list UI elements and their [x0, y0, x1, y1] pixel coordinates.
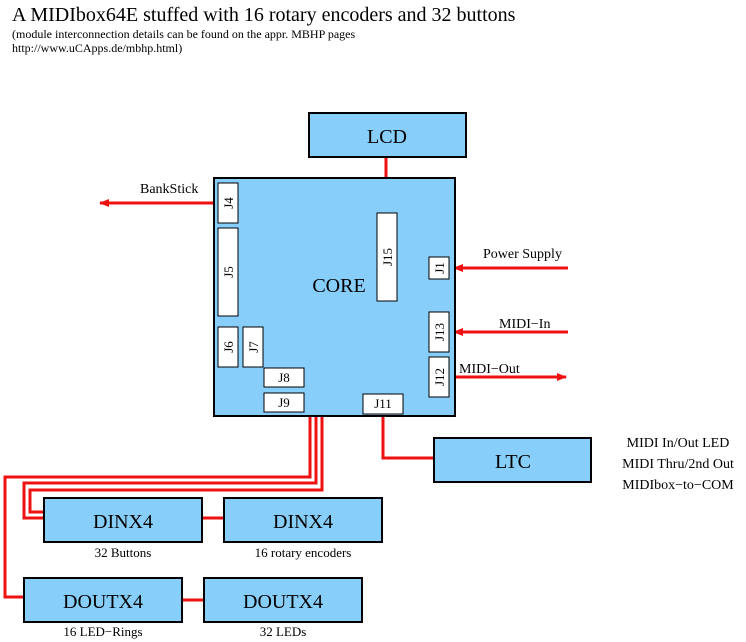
- dinx4-encoders-module: DINX4: [223, 497, 383, 543]
- doutx4-leds-label: DOUTX4: [243, 591, 323, 613]
- bankstick-label: BankStick: [140, 182, 198, 197]
- doutx4-leds-box: [203, 577, 363, 623]
- connector-j1-label: J1: [432, 262, 447, 274]
- ltc-label: LTC: [495, 451, 531, 473]
- ltc-note-1: MIDI In/Out LED: [627, 436, 730, 451]
- power-supply-label: Power Supply: [483, 247, 562, 262]
- note-line-2: http://www.uCApps.de/mbhp.html): [12, 41, 182, 55]
- dinx4-buttons-module: DINX4: [43, 497, 203, 543]
- dinx4-encoders-label: DINX4: [273, 511, 333, 533]
- lcd-box: [308, 112, 467, 158]
- connector-j7: [242, 326, 264, 368]
- ltc-note-3: MIDIbox−to−COM: [622, 478, 734, 493]
- diagram-title: A MIDIbox64E stuffed with 16 rotary enco…: [12, 4, 516, 26]
- connector-j15: [376, 212, 398, 302]
- connector-j11-label: J11: [374, 396, 392, 411]
- ltc-note-2: MIDI Thru/2nd Out: [622, 457, 734, 472]
- doutx4-leds-module: DOUTX4: [203, 577, 363, 623]
- connector-j13-label: J13: [432, 323, 447, 341]
- lcd-label: LCD: [367, 126, 407, 148]
- rings-caption: 16 LED−Rings: [63, 624, 142, 639]
- doutx4-rings-module: DOUTX4: [23, 577, 183, 623]
- lcd-module: LCD: [308, 112, 467, 158]
- buttons-caption: 32 Buttons: [95, 545, 152, 560]
- connector-j4: [217, 182, 239, 224]
- doutx4-rings-label: DOUTX4: [63, 591, 143, 613]
- core-label: CORE: [312, 275, 365, 297]
- connector-j12-label: J12: [432, 368, 447, 386]
- core-box: [213, 177, 456, 417]
- ltc-module: LTC: [433, 437, 592, 483]
- note-line-1: (module interconnection details can be f…: [12, 27, 355, 41]
- connector-j7-label: J7: [246, 341, 261, 353]
- core-module: CORE J4 J5 J6 J7 J8 J9 J11 J15 J1 J13 J1…: [213, 177, 456, 417]
- dinx4-buttons-box: [43, 497, 203, 543]
- wire-j8-dinx4-second: [28, 401, 324, 514]
- midi-in-label: MIDI−In: [499, 317, 550, 332]
- dinx4-buttons-label: DINX4: [93, 511, 153, 533]
- connector-j9-label: J9: [278, 395, 290, 410]
- dinx4-encoders-box: [223, 497, 383, 543]
- connector-j4-label: J4: [221, 197, 236, 209]
- connector-j6-label: J6: [221, 341, 236, 353]
- connector-j8: [263, 367, 305, 388]
- connector-j9: [263, 392, 305, 413]
- connector-j8-label: J8: [278, 370, 290, 385]
- connector-j11: [362, 393, 404, 415]
- connector-j5: [217, 227, 239, 317]
- connector-j5-label: J5: [221, 266, 236, 278]
- connector-j1: [428, 256, 450, 280]
- encoders-caption: 16 rotary encoders: [255, 545, 352, 560]
- leds-caption: 32 LEDs: [260, 624, 307, 639]
- doutx4-rings-box: [23, 577, 183, 623]
- connector-j15-label: J15: [380, 248, 395, 266]
- connector-j12: [428, 356, 450, 398]
- connector-j13: [428, 311, 450, 353]
- wire-j11-ltc: [381, 414, 434, 460]
- ltc-box: [433, 437, 592, 483]
- midi-out-label: MIDI−Out: [459, 362, 520, 377]
- connector-j6: [217, 326, 239, 368]
